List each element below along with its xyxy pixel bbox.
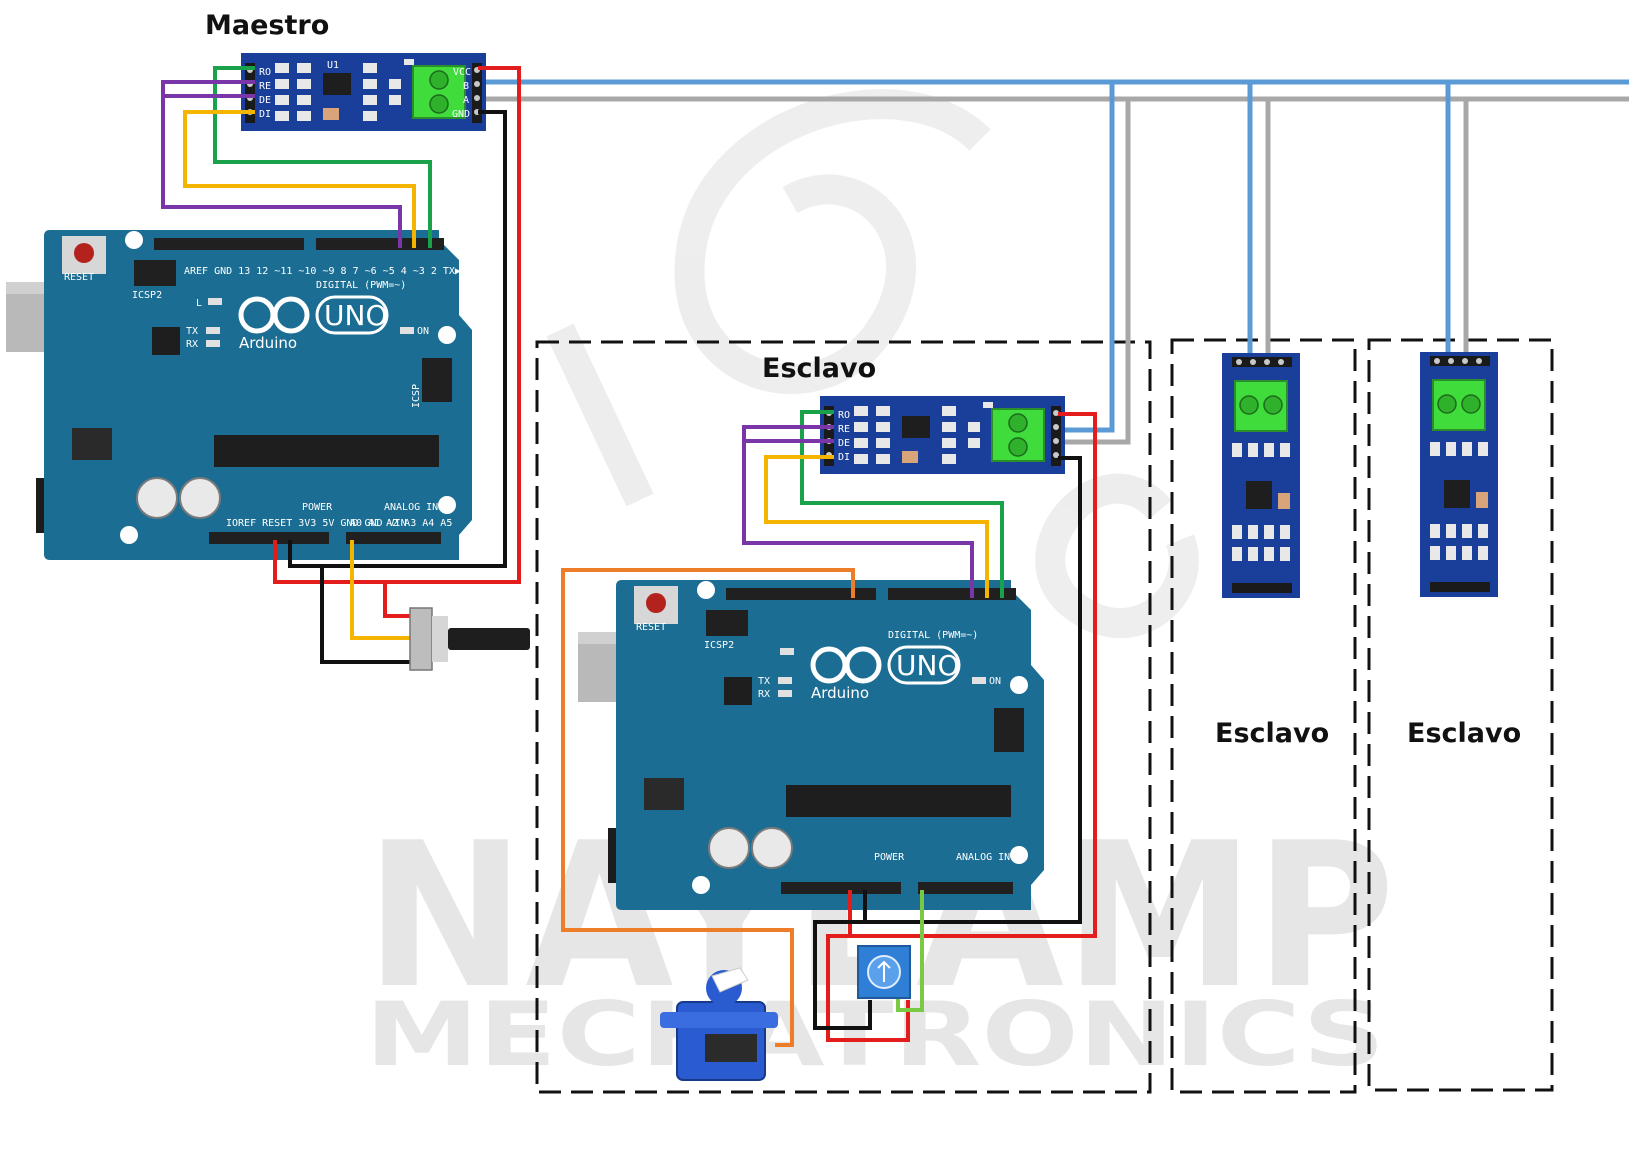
s1-wire-black-servo <box>813 920 872 1030</box>
s1-wire-green-ro <box>800 410 1004 598</box>
slave-2-label: Esclavo <box>1215 718 1329 749</box>
arduino-l-label: L <box>196 298 202 309</box>
slave-3-rs485-module <box>1419 351 1499 598</box>
rs485-pin-re: RE <box>259 81 271 92</box>
rs485-bus <box>485 79 1629 445</box>
rs485-pin-de: DE <box>259 95 271 106</box>
master-wires <box>161 66 521 664</box>
arduino-rx-label: RX <box>186 339 198 350</box>
s1-wire-lightgreen-a0 <box>896 890 924 1012</box>
slave-1-rs485-ro: RO <box>838 410 850 421</box>
slave-1-arduino-analog: ANALOG IN <box>956 852 1010 863</box>
s1-wire-orange-signal <box>561 568 855 1047</box>
rs485-pin-b: B <box>463 81 469 92</box>
rs485-pin-gnd: GND <box>452 109 470 120</box>
slave-box-2 <box>1170 338 1357 1094</box>
micro-servo-icon <box>660 967 778 1081</box>
slave-1-rs485-re: RE <box>838 424 850 435</box>
slave-1-rs485-de: DE <box>838 438 850 449</box>
slave-1-wires <box>561 410 1097 1047</box>
slave-1-arduino-tx: TX <box>758 676 770 687</box>
slave-box-3 <box>1367 338 1554 1092</box>
slave-1-label: Esclavo <box>762 353 876 384</box>
arduino-digital-label: DIGITAL (PWM=~) <box>316 280 406 291</box>
slave-1-tap-b <box>1062 99 1131 445</box>
slave-1-arduino-reset: RESET <box>636 622 666 633</box>
arduino-power-label: POWER <box>302 502 333 513</box>
watermark-line-2: MECHATRONICS <box>365 983 1385 1086</box>
slave-1-arduino-rx: RX <box>758 689 770 700</box>
slave-3-label: Esclavo <box>1407 718 1521 749</box>
wire-red-vcc <box>273 66 521 584</box>
wire-green-ro <box>213 66 432 248</box>
arduino-brand-label: Arduino <box>239 334 297 352</box>
rs485-pin-vcc: VCC <box>453 67 471 78</box>
slave-2-rs485-module <box>1221 352 1301 599</box>
arduino-icsp2-label: ICSP2 <box>132 290 162 301</box>
slave-1-rs485-module: RO RE DE DI <box>819 395 1066 475</box>
rotary-potentiometer-icon <box>409 607 530 671</box>
slave-1-arduino-icsp2: ICSP2 <box>704 640 734 651</box>
slave-1-arduino-brand: Arduino <box>811 684 869 702</box>
arduino-tx-label: TX <box>186 326 198 337</box>
arduino-analog-pins: A0 A1 A2 A3 A4 A5 <box>350 518 452 529</box>
master-rs485-module: RO RE DE DI VCC B A GND U1 <box>240 52 487 132</box>
slave-1-tap-a <box>1062 82 1115 433</box>
rs485-pin-a: A <box>463 95 469 106</box>
wire-purple-re <box>161 80 402 248</box>
master-arduino-uno: RESET ICSP2 DIGITAL (PWM=~) UNO Arduino … <box>6 230 497 560</box>
slave-1-arduino-on: ON <box>989 676 1001 687</box>
arduino-model-label: UNO <box>324 299 387 332</box>
slave-1-rs485-di: DI <box>838 452 850 463</box>
wire-red-pot <box>383 582 418 618</box>
rs485-pin-ro: RO <box>259 67 271 78</box>
watermark-logo-swirl <box>546 89 1199 638</box>
wire-yellow-a0 <box>350 540 418 640</box>
arduino-icsp-label: ICSP <box>411 384 422 408</box>
rs485-ic-label: U1 <box>327 60 339 71</box>
s1-wire-yellow-di <box>764 455 989 598</box>
s1-wire-red-servo <box>826 934 910 1042</box>
s1-wire-purple-re <box>742 425 974 598</box>
slave-1-arduino-uno: RESET ICSP2 DIGITAL (PWM=~) UNO Arduino … <box>578 580 1044 910</box>
slave-1-arduino-power: POWER <box>874 852 905 863</box>
arduino-reset-label: RESET <box>64 272 94 283</box>
arduino-digital-pins: AREF GND 13 12 ~11 ~10 ~9 8 7 ~6 ~5 4 ~3… <box>184 266 497 277</box>
wire-yellow-di <box>183 110 416 248</box>
slave-box-1 <box>535 340 1152 1094</box>
slave-1-arduino-model: UNO <box>896 649 959 682</box>
slave-1-arduino-digital: DIGITAL (PWM=~) <box>888 630 978 641</box>
s1-wire-black-gnd <box>863 456 1082 924</box>
arduino-on-label: ON <box>417 326 429 337</box>
rs485-pin-di: DI <box>259 109 271 120</box>
wire-black-gnd <box>288 110 507 568</box>
arduino-analog-label: ANALOG IN <box>384 502 438 513</box>
trimmer-potentiometer-icon <box>857 945 911 999</box>
arduino-power-pins: IOREF RESET 3V3 5V GND GND VIN <box>226 518 407 529</box>
master-label: Maestro <box>205 10 329 41</box>
